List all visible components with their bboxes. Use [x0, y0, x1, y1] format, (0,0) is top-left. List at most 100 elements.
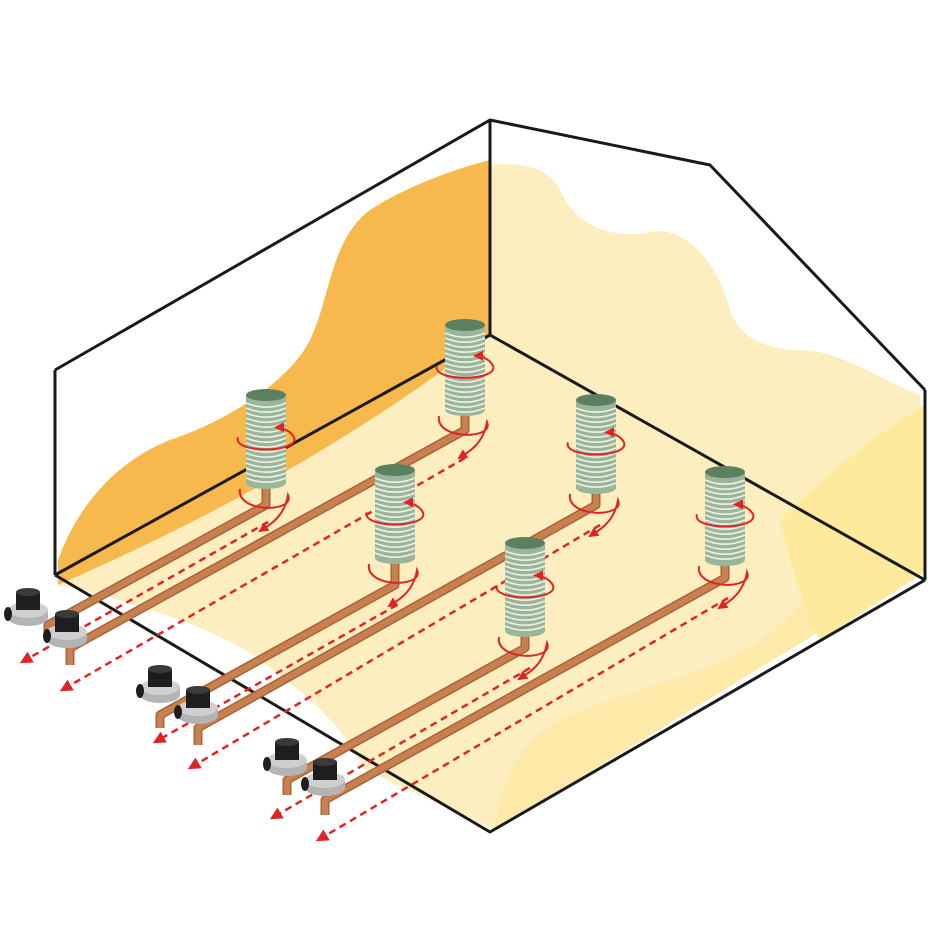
well-3-coil-top	[375, 464, 415, 476]
well-6-coil-ring	[704, 534, 746, 540]
well-4-pipe	[195, 488, 599, 745]
coil-group	[236, 319, 755, 681]
well-3-coil-ring	[374, 547, 416, 553]
well-6-pump-motor	[313, 762, 337, 780]
well-3-swirl-arrow	[365, 497, 425, 526]
well-5-pump-motor-top	[275, 738, 299, 746]
well-4-coil-ring	[575, 472, 617, 478]
well-3-coil-ring	[374, 517, 416, 523]
well-4-swirl-lower	[568, 493, 620, 538]
well-5-slinky-coil-icon	[495, 537, 555, 681]
well-3-coil-ring	[374, 532, 416, 538]
well-2-coil-ring	[444, 387, 486, 393]
well-1-coil-ring	[245, 472, 287, 478]
well-5-flow-arrow	[269, 666, 531, 820]
well-1-slinky-coil-icon	[236, 389, 296, 533]
well-6-slinky-coil-icon	[695, 466, 755, 610]
well-6-coil-ring	[704, 484, 746, 490]
well-6-swirl-arrow	[695, 499, 755, 528]
well-1-coil-ring	[245, 432, 287, 438]
well-1-coil-ring	[245, 412, 287, 418]
well-1-coil-ring	[245, 477, 287, 483]
well-5-coil-ring	[504, 555, 546, 561]
well-5-coil-top	[505, 537, 545, 549]
well-4-coil-ring	[575, 442, 617, 448]
box-floor-back-right	[489, 333, 926, 582]
box-back-edges	[54, 118, 927, 392]
well-2-pump-motor	[55, 614, 79, 632]
soil-plume-bottom	[495, 420, 920, 830]
soil-plume-dark	[58, 160, 490, 585]
well-5-pipe	[284, 630, 528, 795]
well-2-coil-ring	[444, 377, 486, 383]
well-2-coil-ring	[444, 337, 486, 343]
well-2-pipe	[67, 410, 468, 665]
well-1-coil-ring	[245, 467, 287, 473]
well-5-coil-ring	[504, 615, 546, 621]
well-6-coil-ring	[704, 524, 746, 530]
well-3-swirl-lower	[367, 563, 419, 608]
well-6-coil-ring	[704, 519, 746, 525]
well-6-coil-ring	[704, 544, 746, 550]
soil-layers	[58, 160, 925, 831]
well-3-coil-ring	[374, 507, 416, 513]
well-6-coil-ring	[704, 509, 746, 515]
well-3-coil-ring	[374, 537, 416, 543]
well-4-coil-ring	[575, 422, 617, 428]
well-5-pump-motor	[275, 742, 299, 760]
well-6-swirl-lower	[697, 565, 749, 610]
well-2-pump-motor-top	[55, 610, 79, 618]
box-outline	[53, 118, 927, 834]
pump-group	[4, 588, 345, 796]
well-5-coil-ring	[504, 625, 546, 631]
well-2-coil-ring	[444, 347, 486, 353]
well-5-coil-ring	[504, 605, 546, 611]
well-5-coil-ring	[504, 565, 546, 571]
well-5-coil-ring	[504, 590, 546, 596]
well-2-coil-bottom	[445, 404, 485, 416]
well-1-pump-outlet	[4, 607, 12, 621]
well-5-swirl-lower	[497, 636, 549, 681]
well-1-pump-motor	[16, 592, 40, 610]
well-1-coil-ring	[245, 462, 287, 468]
well-1-coil-ring	[245, 437, 287, 443]
well-6-coil-ring	[704, 479, 746, 485]
well-4-pump-motor	[186, 690, 210, 708]
well-1-swirl-arrow	[236, 422, 296, 451]
well-5-coil-ring	[504, 585, 546, 591]
well-6-coil-ring	[704, 554, 746, 560]
well-5-coil-ring	[504, 620, 546, 626]
well-1-coil-ring	[245, 452, 287, 458]
well-3-pump-motor	[148, 669, 172, 687]
well-4-flow-arrow	[187, 523, 601, 770]
well-5-coil-ring	[504, 550, 546, 556]
well-4-coil-ring	[575, 457, 617, 463]
well-3-pipe	[157, 560, 398, 728]
well-5-pump-outlet	[263, 757, 271, 771]
well-3-coil-ring	[374, 482, 416, 488]
well-5-coil-ring	[504, 580, 546, 586]
well-4-coil-top	[576, 394, 616, 406]
well-5-swirl-arrow	[495, 570, 555, 599]
well-5-coil-ring	[504, 595, 546, 601]
well-4-pump-outlet	[174, 705, 182, 719]
well-2-swirl-arrow	[435, 350, 495, 379]
well-1-coil-ring	[245, 442, 287, 448]
well-3-coil-ring	[374, 522, 416, 528]
well-2-coil-ring	[444, 392, 486, 398]
well-2-slinky-coil-icon	[435, 319, 495, 460]
well-3-coil-ring	[374, 487, 416, 493]
well-4-coil-ring	[575, 407, 617, 413]
well-6-coil-top	[705, 466, 745, 478]
well-3-coil-ring	[374, 527, 416, 533]
well-5-coil-ring	[504, 610, 546, 616]
well-2-coil-ring	[444, 382, 486, 388]
well-2-coil-ring	[444, 332, 486, 338]
well-5-coil-ring	[504, 560, 546, 566]
well-1-coil-ring	[245, 407, 287, 413]
well-6-coil-ring	[704, 529, 746, 535]
well-1-coil-ring	[245, 417, 287, 423]
well-2-coil-ring	[444, 407, 486, 413]
well-4-coil-ring	[575, 412, 617, 418]
